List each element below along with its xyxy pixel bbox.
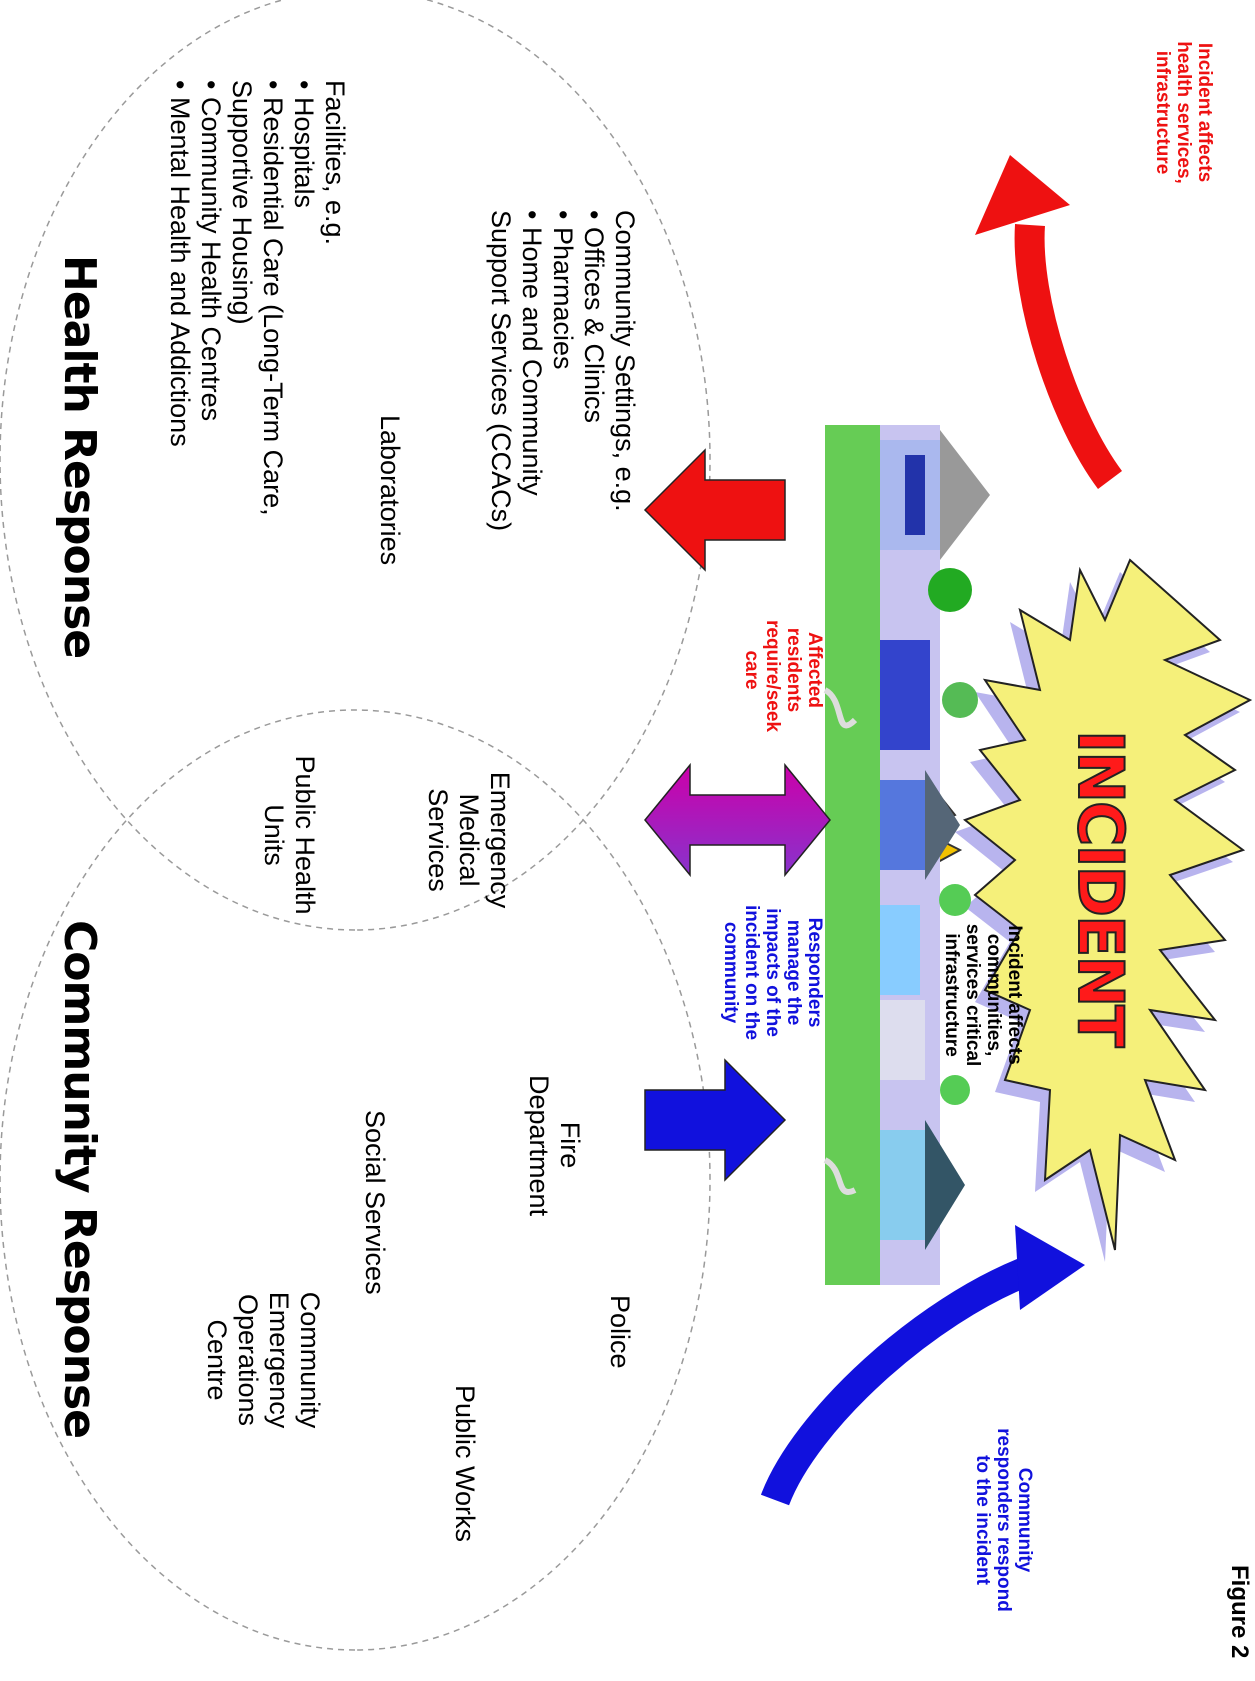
both-double-arrow	[644, 762, 831, 878]
community-response-circle	[0, 709, 711, 1651]
social-services-label: Social Services	[360, 1110, 390, 1295]
incident-affects-health-callout: Incident affects health services, infras…	[1152, 41, 1215, 184]
community-curved-arrow	[760, 1225, 1085, 1506]
town-illustration	[823, 425, 990, 1285]
health-curved-arrow	[975, 155, 1123, 489]
public-health-units-label: Public Health Units	[259, 755, 320, 915]
emergency-medical-services-label: Emergency Medical Services	[423, 771, 515, 909]
list-item: Hospitals	[288, 80, 319, 600]
list-item: Community Health Centres	[195, 80, 226, 600]
laboratories-label: Laboratories	[375, 415, 405, 566]
responders-manage-callout: Responders manage the impacts of the inc…	[720, 904, 825, 1041]
community-up-arrow	[644, 1058, 787, 1182]
public-works-label: Public Works	[450, 1385, 480, 1543]
health-response-title: Health Response	[54, 255, 105, 659]
community-settings-heading: Community Settings, e.g.	[610, 210, 640, 512]
health-down-arrow	[643, 448, 786, 572]
fire-department-label: Fire Department	[524, 1075, 585, 1217]
list-item: Offices & Clinics	[578, 210, 609, 570]
community-response-title: Community Response	[54, 920, 105, 1438]
health-response-circle	[0, 0, 711, 931]
community-settings-block: Community Settings, e.g. Offices & Clini…	[485, 210, 640, 570]
incident-label: INCIDENT	[1063, 729, 1138, 1047]
facilities-block: Facilities, e.g. Hospitals Residential C…	[164, 80, 350, 600]
incident-affects-communities-callout: Incident affects communities, services c…	[941, 923, 1025, 1067]
figure-label: Figure 2	[1226, 1565, 1253, 1659]
list-item: Residential Care (Long-Term Care, Suppor…	[226, 80, 288, 600]
facilities-heading: Facilities, e.g.	[320, 80, 350, 246]
list-item: Home and Community Support Services (CCA…	[485, 210, 547, 570]
list-item: Mental Health and Addictions	[164, 80, 195, 600]
affected-residents-callout: Affected residents require/seek care	[741, 620, 825, 732]
list-item: Pharmacies	[547, 210, 578, 570]
ceoc-label: Community Emergency Operations Centre	[202, 1291, 325, 1429]
community-responders-callout: Community responders respond to the inci…	[972, 1428, 1035, 1612]
police-label: Police	[605, 1295, 635, 1369]
incident-burst	[955, 558, 1253, 1262]
